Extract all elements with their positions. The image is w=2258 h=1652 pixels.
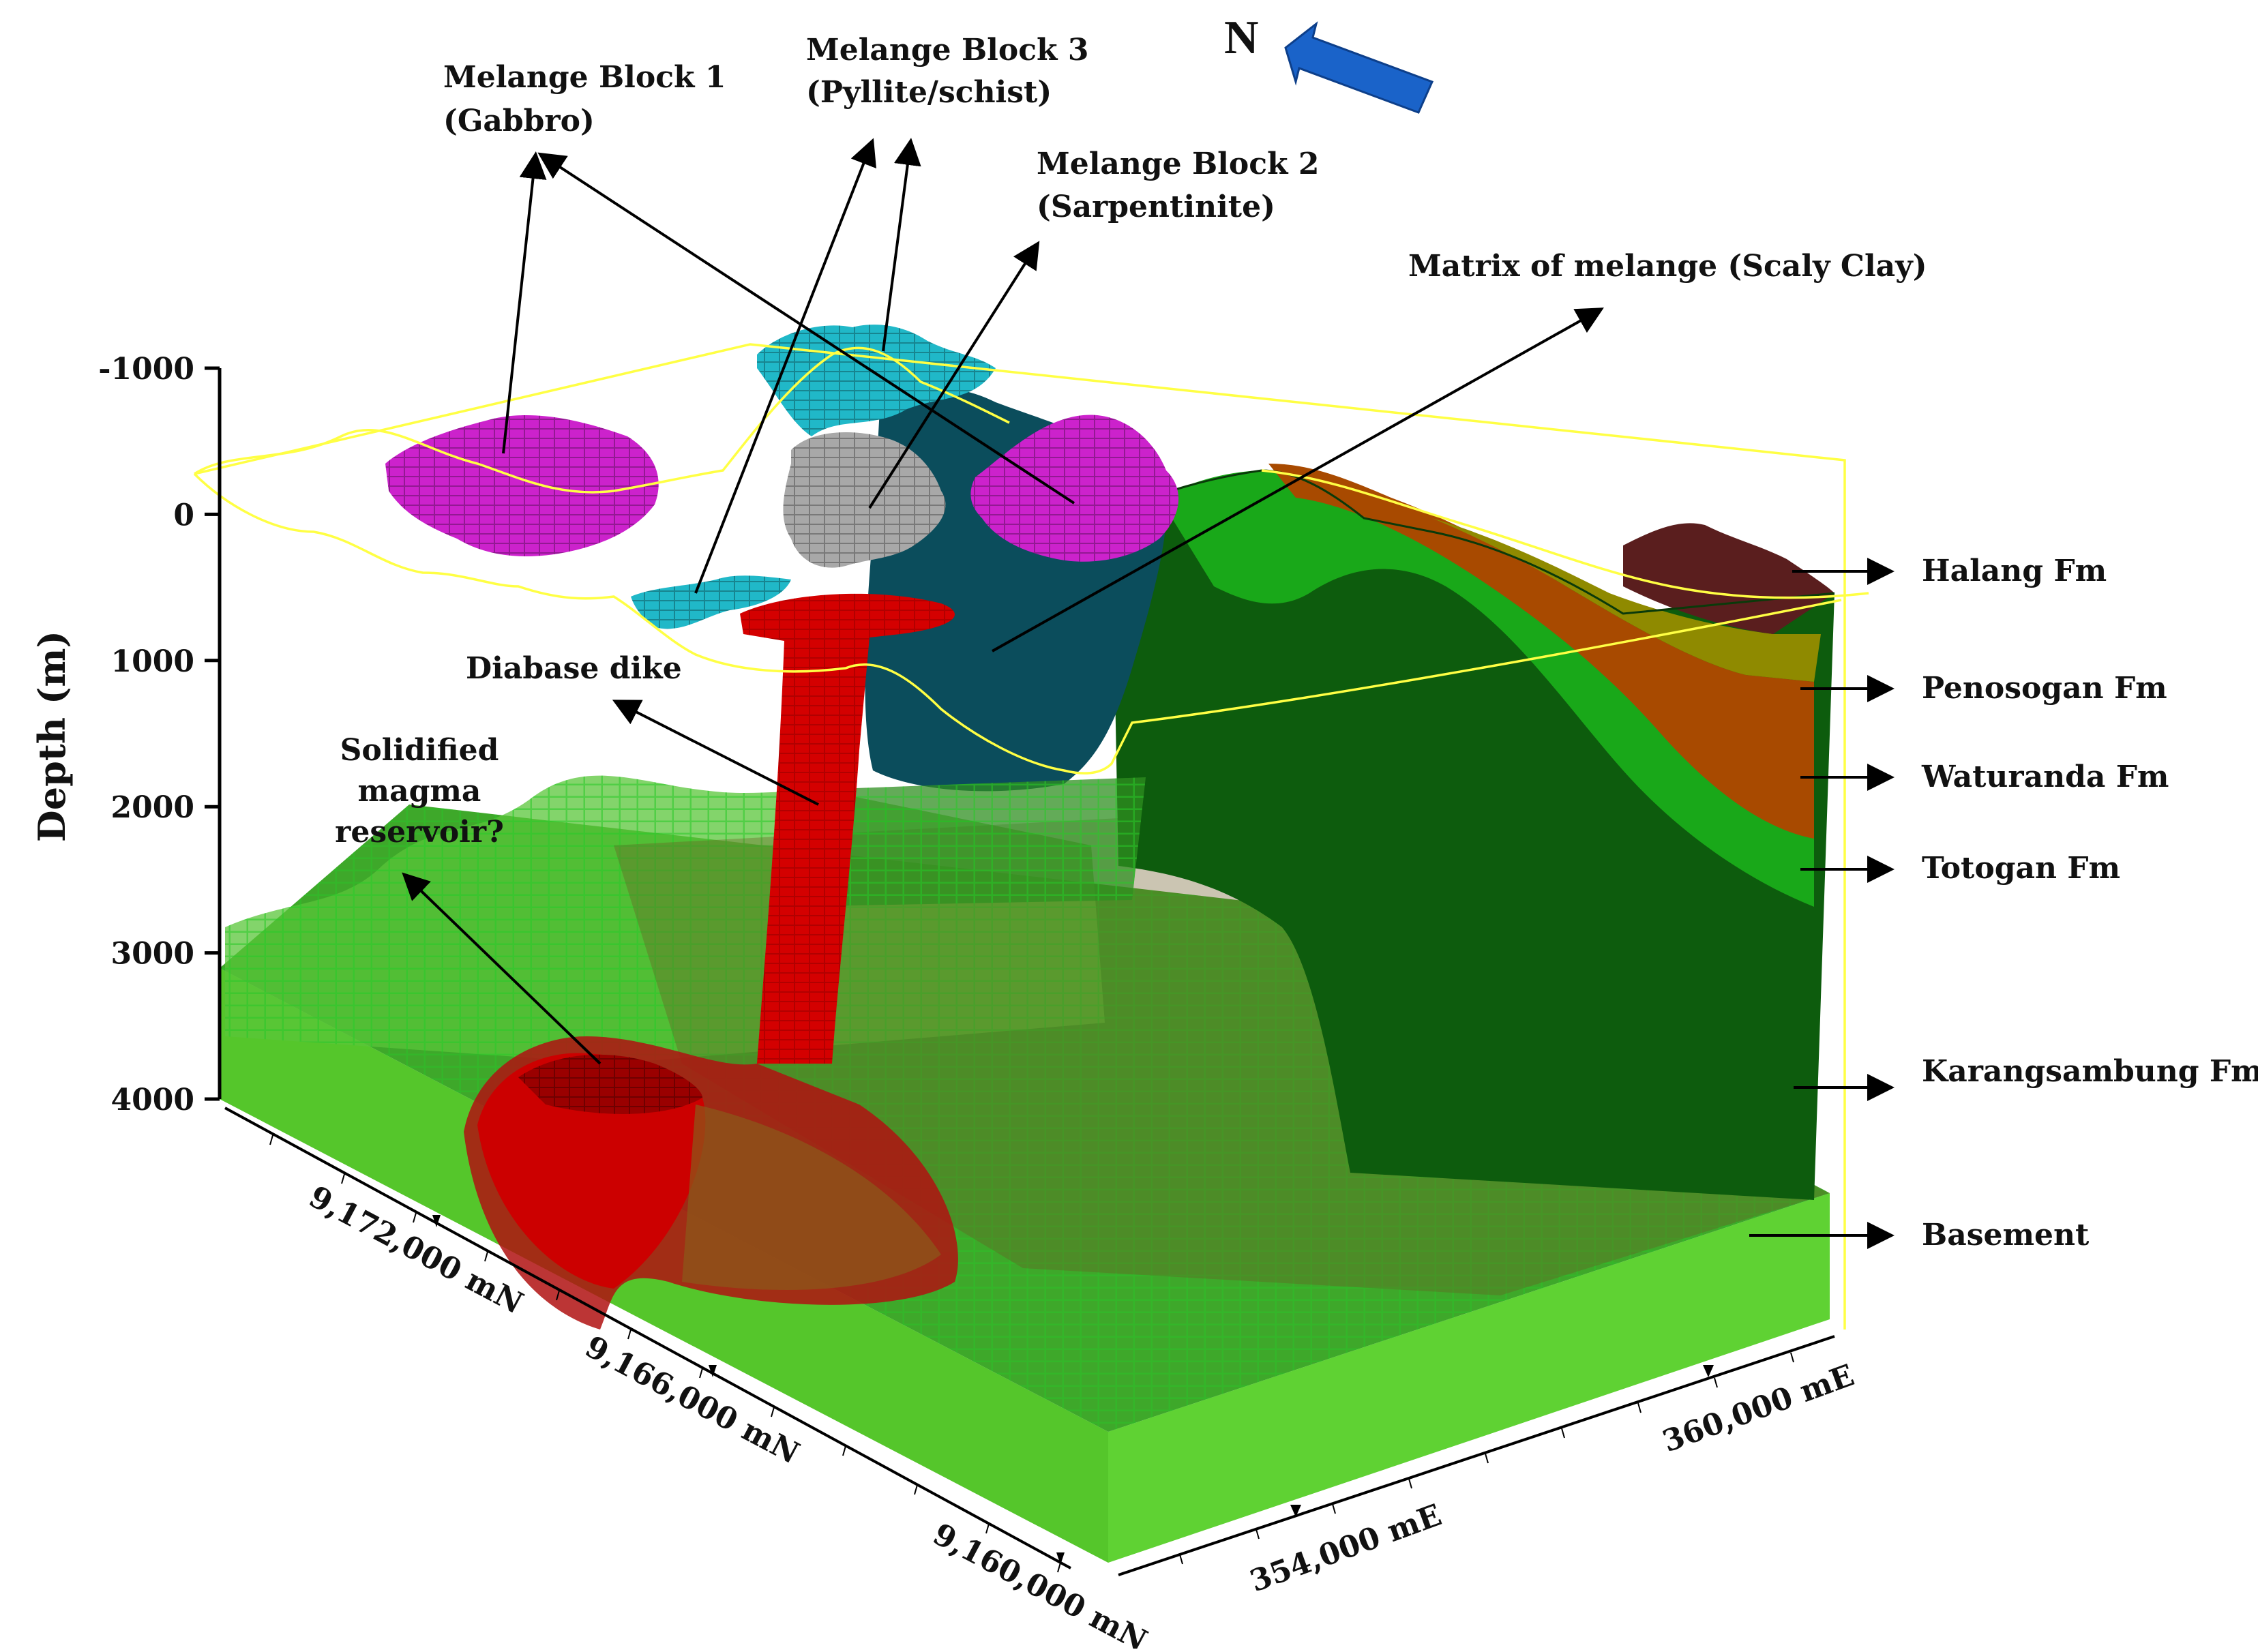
formation-label: Waturanda Fm xyxy=(1921,760,2169,794)
easting-minor-tick xyxy=(1790,1352,1794,1363)
topography-outline xyxy=(193,343,1869,1330)
formation-label: Halang Fm xyxy=(1922,554,2107,588)
magma-reservoir xyxy=(464,1036,958,1330)
easting-minor-tick xyxy=(1179,1554,1183,1565)
northing-tick-mark xyxy=(709,1365,717,1377)
formation-halang: Halang Fm xyxy=(1792,554,2107,588)
reservoir-label-1: Solidified xyxy=(340,733,499,768)
waturanda-layer xyxy=(1268,464,1814,839)
easting-minor-tick xyxy=(1332,1503,1336,1514)
penosogan-layer xyxy=(1432,518,1821,682)
matrix-label: Matrix of melange (Scaly Clay) xyxy=(1408,249,1927,284)
formation-karangsambung: Karangsambung Fm xyxy=(1794,1054,2258,1101)
northing-minor-tick xyxy=(413,1212,417,1223)
northing-minor-tick xyxy=(842,1445,846,1456)
easting-tick-label: 360,000 mE xyxy=(1658,1358,1858,1460)
depth-tick-label: 0 xyxy=(173,498,194,532)
block1-sublabel: (Gabbro) xyxy=(443,104,595,138)
easting-tick-mark xyxy=(1703,1365,1714,1377)
annotations: Melange Block 1 (Gabbro) Melange Block 3… xyxy=(335,33,1927,850)
northing-minor-tick xyxy=(269,1135,273,1145)
easting-tick-mark xyxy=(1290,1505,1301,1517)
northing-minor-tick xyxy=(627,1329,632,1340)
north-arrow-icon xyxy=(1284,21,1434,114)
northing-tick-mark xyxy=(1056,1552,1065,1565)
northing-minor-tick xyxy=(699,1368,703,1379)
depth-axis-title: Depth (m) xyxy=(30,631,74,842)
easting-minor-tick xyxy=(1637,1402,1641,1413)
northing-tick-mark xyxy=(432,1215,441,1227)
northing-minor-tick xyxy=(556,1290,560,1301)
formation-basement: Basement xyxy=(1749,1218,2090,1252)
easting-minor-tick xyxy=(1485,1453,1489,1464)
easting-minor-tick xyxy=(1561,1428,1565,1439)
depth-tick-label: 2000 xyxy=(111,790,194,825)
depth-axis: -1000 0 1000 2000 3000 4000 Depth (m) xyxy=(30,352,222,1117)
formation-label: Karangsambung Fm xyxy=(1922,1054,2258,1089)
halang-layer xyxy=(1623,523,1834,634)
depth-tick-label: 1000 xyxy=(111,644,194,679)
formation-totogan: Totogan Fm xyxy=(1800,851,2120,886)
totogan-layer xyxy=(1159,470,1814,907)
block2-label: Melange Block 2 xyxy=(1037,147,1319,181)
formation-legend: Halang Fm Penosogan Fm Waturanda Fm Toto… xyxy=(1749,554,2258,1252)
easting-minor-tick xyxy=(1408,1478,1412,1489)
basement-right-face xyxy=(1108,1193,1830,1563)
easting-minor-tick xyxy=(1256,1529,1260,1540)
depth-tick-label: -1000 xyxy=(98,352,194,387)
easting-tick-label: 354,000 mE xyxy=(1245,1498,1446,1600)
reservoir-label-3: reservoir? xyxy=(335,815,504,850)
block1-label: Melange Block 1 xyxy=(443,60,726,95)
formation-label: Totogan Fm xyxy=(1922,851,2120,886)
depth-tick-label: 4000 xyxy=(111,1083,194,1117)
cross-section-panel xyxy=(1111,464,1835,1200)
formation-waturanda: Waturanda Fm xyxy=(1800,760,2169,794)
easting-minor-tick xyxy=(1714,1377,1718,1388)
north-indicator: N xyxy=(1224,12,1434,114)
formation-label: Basement xyxy=(1922,1218,2090,1252)
northing-minor-tick xyxy=(771,1407,775,1417)
formation-label: Penosogan Fm xyxy=(1922,671,2167,706)
northing-minor-tick xyxy=(985,1523,990,1534)
block2-sublabel: (Sarpentinite) xyxy=(1037,190,1275,224)
melange-block-1 xyxy=(385,415,1179,562)
leader-lines xyxy=(402,138,1604,1065)
northing-minor-tick xyxy=(484,1251,488,1262)
north-label: N xyxy=(1224,12,1259,64)
diabase-dike xyxy=(740,593,955,1064)
formation-penosogan: Penosogan Fm xyxy=(1800,671,2167,706)
melange-block-2 xyxy=(783,432,946,568)
northing-minor-tick xyxy=(1057,1562,1061,1573)
dike-label: Diabase dike xyxy=(466,651,682,686)
reservoir-label-2: magma xyxy=(358,774,481,809)
depth-tick-label: 3000 xyxy=(111,937,194,972)
northing-minor-tick xyxy=(914,1484,918,1495)
northing-minor-tick xyxy=(341,1173,345,1184)
block3-sublabel: (Pyllite/schist) xyxy=(806,75,1052,110)
block3-label: Melange Block 3 xyxy=(806,33,1088,67)
